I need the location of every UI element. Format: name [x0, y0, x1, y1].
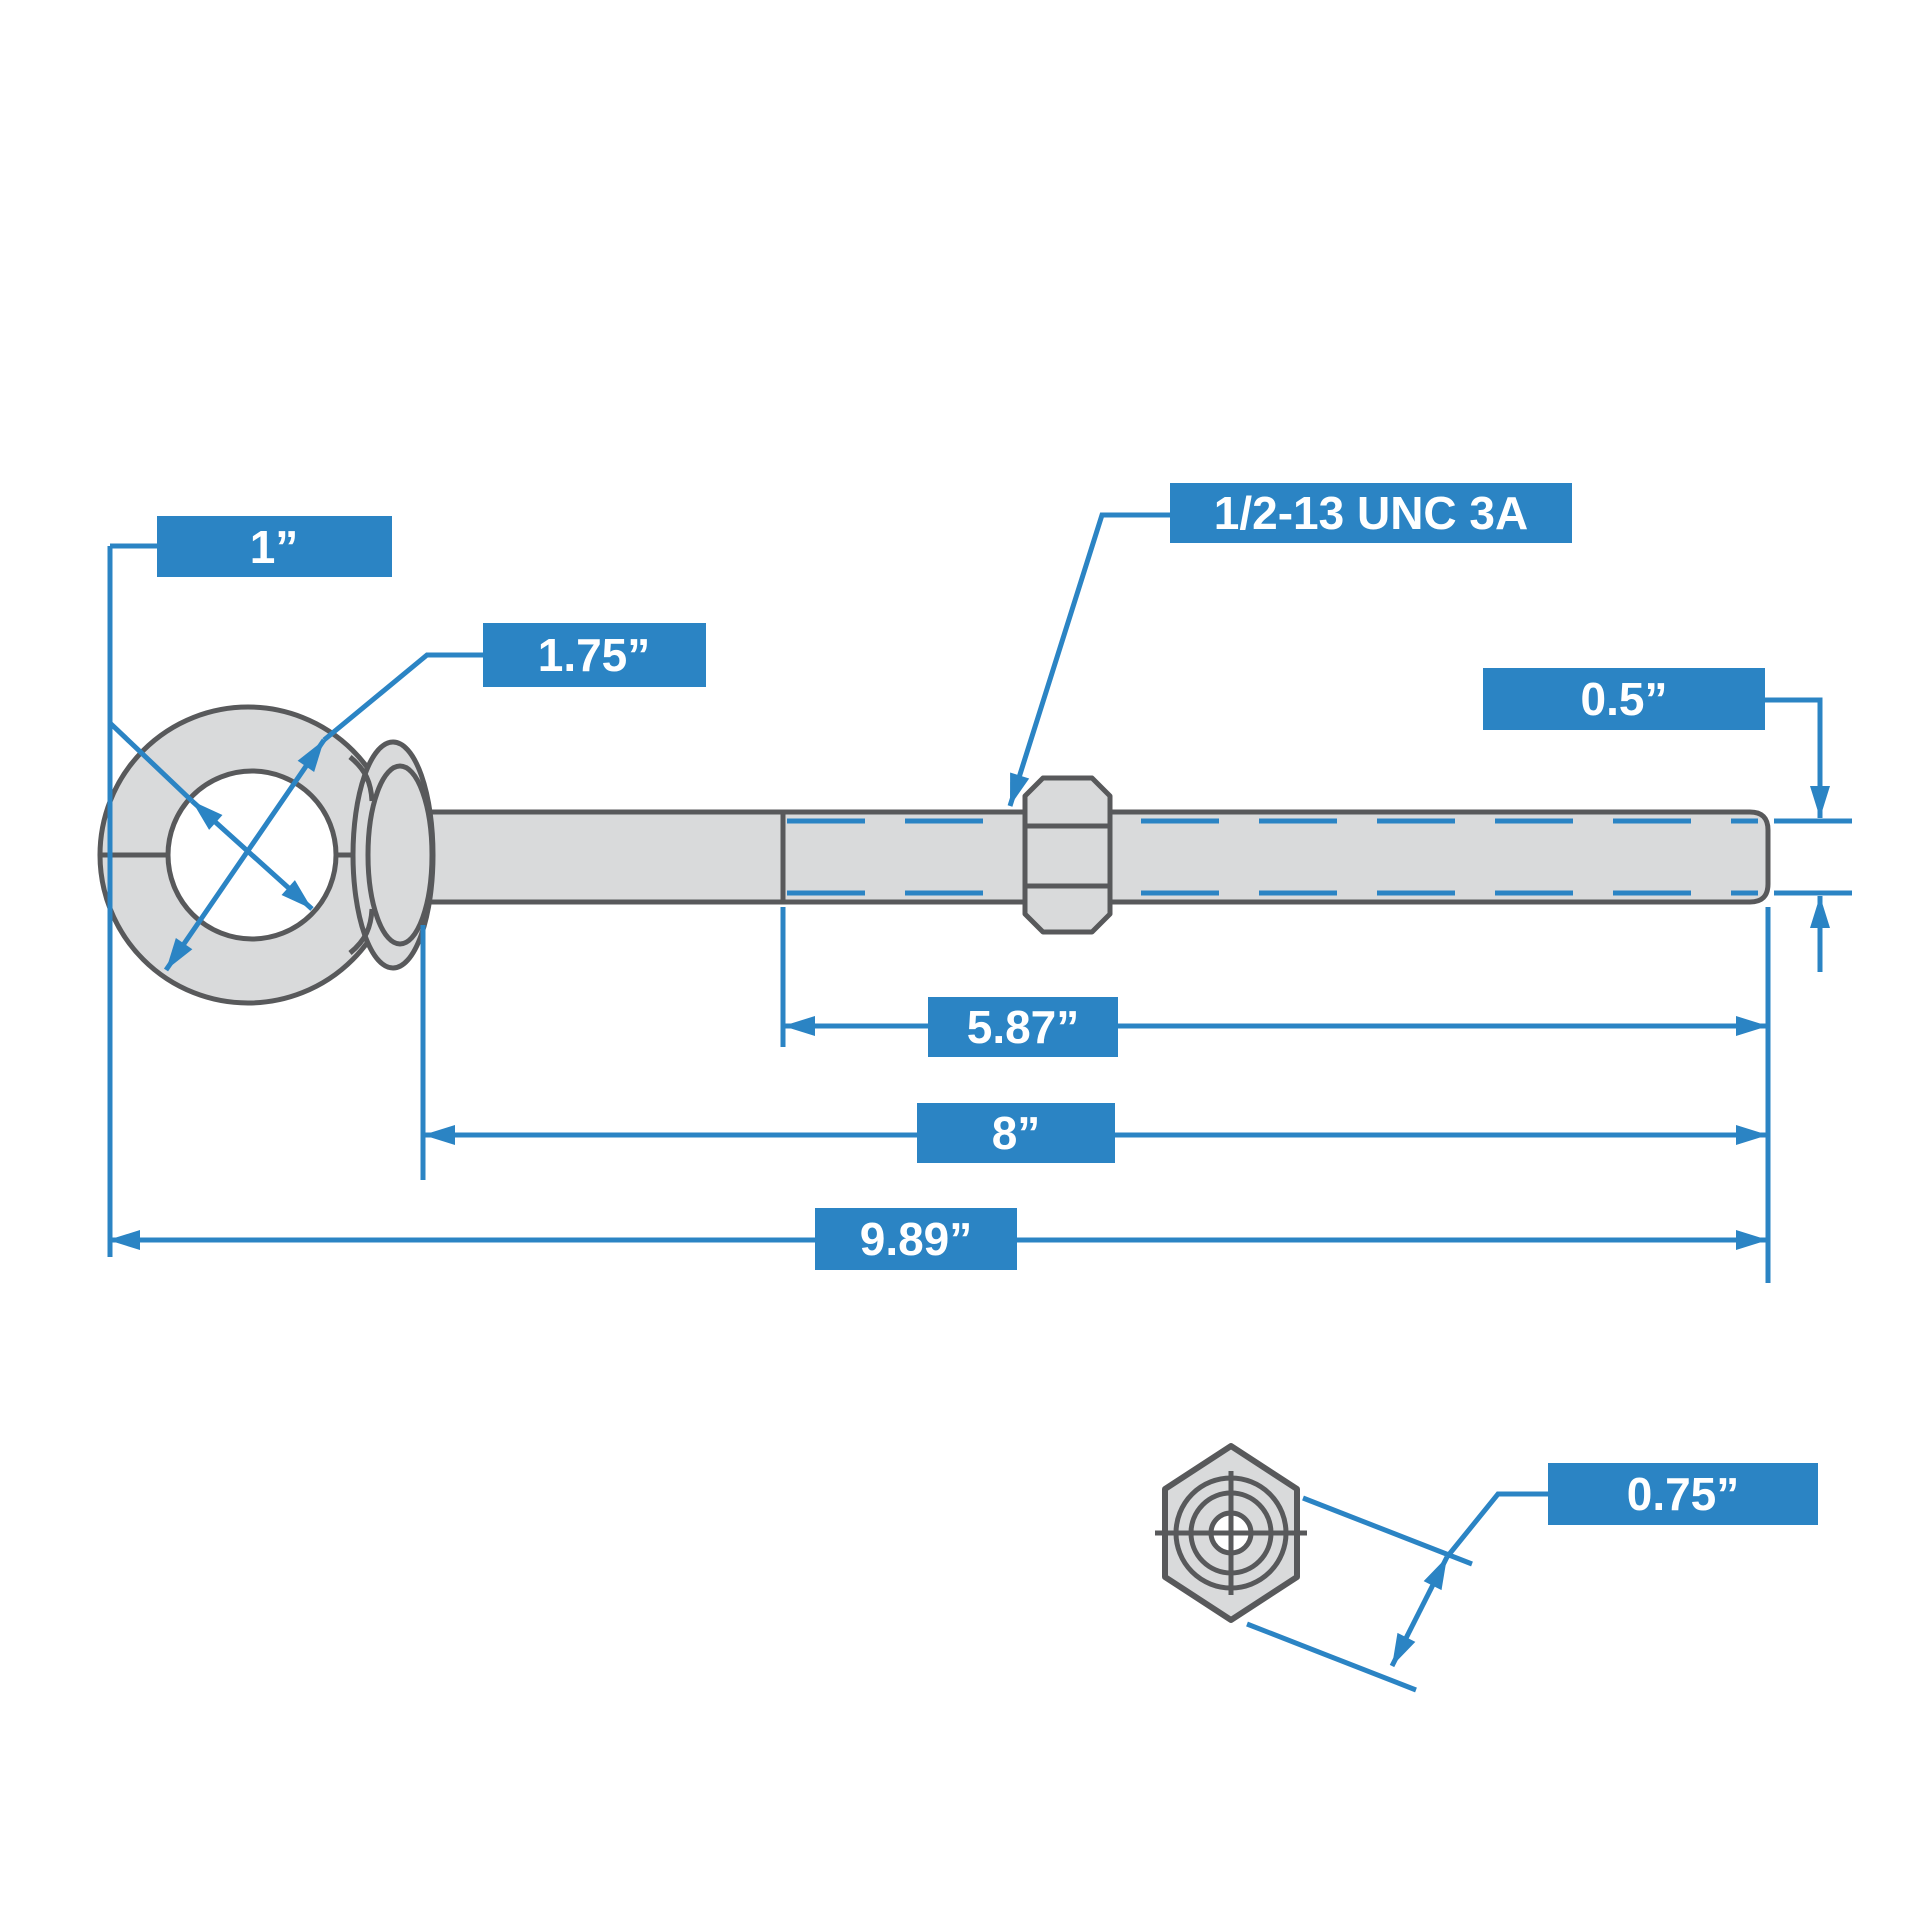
collar-fillet-top — [348, 755, 375, 802]
eye-bolt-side-view — [97, 704, 1771, 1006]
dim-line-nut-width — [1389, 1555, 1450, 1668]
hex-nut-side-view — [1022, 775, 1113, 935]
hex-nut-end-view — [1155, 1443, 1307, 1623]
label-shank-diameter-text: 0.5” — [1581, 673, 1668, 725]
leader-thread-spec — [1007, 512, 1170, 807]
thread-dashes — [787, 818, 1758, 896]
label-eye-outer-diameter: 1.75” — [483, 623, 706, 687]
label-shank-length: 8” — [917, 1103, 1115, 1163]
label-thread-length: 5.87” — [928, 997, 1118, 1057]
label-thread-spec: 1/2-13 UNC 3A — [1170, 483, 1572, 543]
dimension-labels: 1” 1.75” 1/2-13 UNC 3A 0.5” 5.87” 8” 9.8… — [157, 483, 1818, 1525]
extension-line-nut-lower — [1246, 1621, 1417, 1693]
label-eye-outer-diameter-text: 1.75” — [538, 629, 651, 681]
label-overall-length-text: 9.89” — [860, 1213, 973, 1265]
label-eye-inner-diameter: 1” — [157, 516, 392, 577]
collar-face — [365, 763, 435, 947]
dim-arrow-eye-outer — [163, 738, 327, 972]
label-nut-width-text: 0.75” — [1627, 1468, 1740, 1520]
collar-fillet-bottom — [348, 908, 375, 955]
extension-line-nut-upper — [1302, 1495, 1473, 1567]
label-nut-width: 0.75” — [1548, 1463, 1818, 1525]
hex-nut-body — [1022, 775, 1113, 935]
label-shank-diameter: 0.5” — [1483, 668, 1765, 730]
label-thread-length-text: 5.87” — [967, 1001, 1080, 1053]
label-shank-length-text: 8” — [992, 1107, 1041, 1159]
label-eye-inner-diameter-text: 1” — [250, 521, 299, 573]
leader-shank-diameter — [1765, 697, 1830, 818]
leader-nut-width — [1445, 1491, 1548, 1559]
label-thread-spec-text: 1/2-13 UNC 3A — [1214, 487, 1528, 539]
leader-eye-outer — [322, 652, 483, 742]
label-overall-length: 9.89” — [815, 1208, 1017, 1270]
